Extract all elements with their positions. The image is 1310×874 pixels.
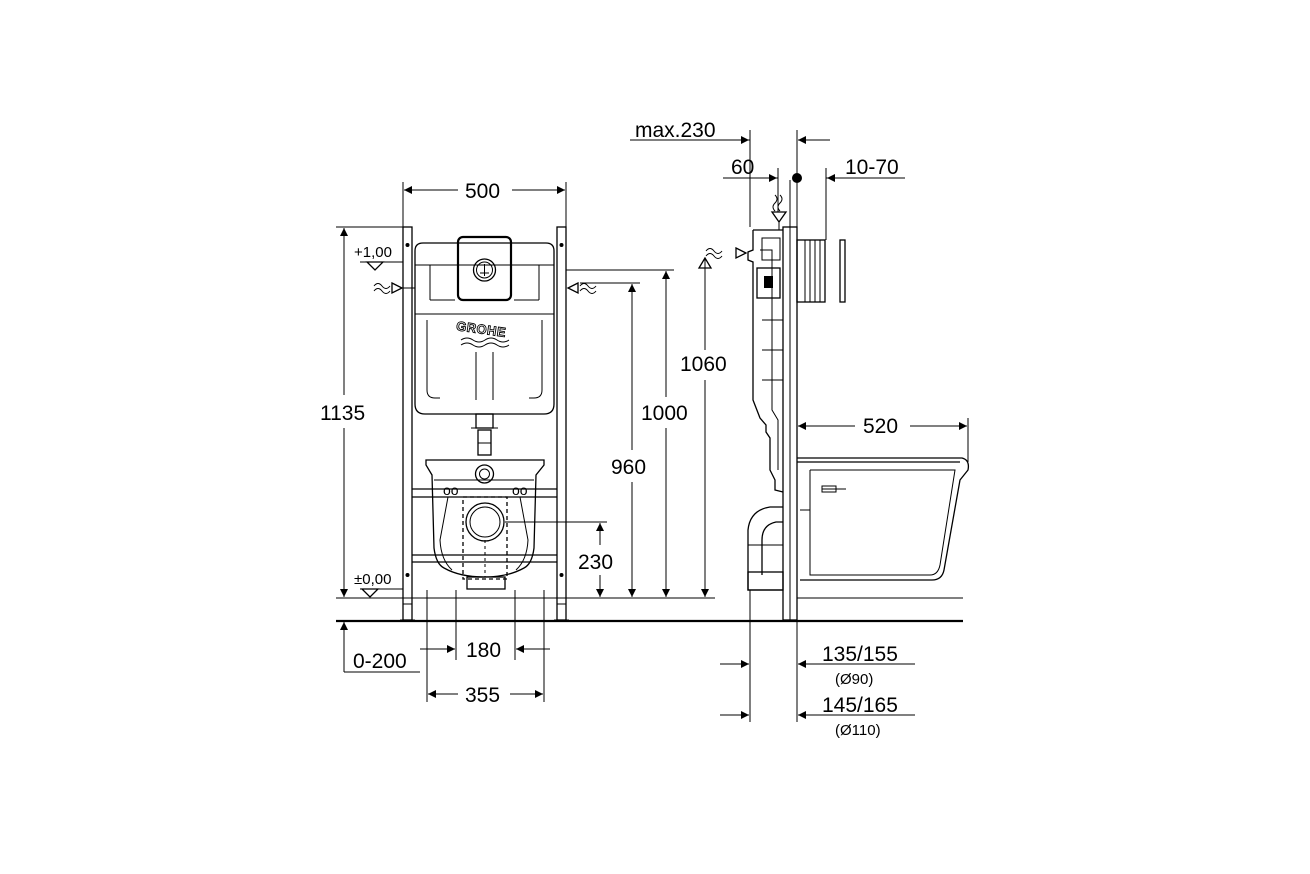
pipe-110-label: (Ø110) xyxy=(835,722,881,739)
dim-1000: 1000 xyxy=(641,402,688,425)
flush-button-icon xyxy=(472,258,497,282)
dim-520: 520 xyxy=(863,415,898,438)
dim-10-70: 10-70 xyxy=(845,156,899,179)
svg-text:oo: oo xyxy=(512,482,528,498)
level-zero-label: ±0,00 xyxy=(354,571,391,588)
svg-text:oo: oo xyxy=(443,482,459,498)
side-actuator xyxy=(796,239,846,303)
pipe-90-label: (Ø90) xyxy=(835,671,873,688)
front-view: GROHE oo oo xyxy=(320,180,747,707)
dim-230: 230 xyxy=(578,551,613,574)
cistern: GROHE xyxy=(373,235,597,415)
side-waste-pipe xyxy=(747,506,784,591)
logo-waves-icon xyxy=(460,337,510,348)
wc-bowl-side xyxy=(797,457,970,581)
dim-180: 180 xyxy=(466,639,501,662)
frame xyxy=(400,226,569,621)
dim-145-165: 145/165 xyxy=(822,694,898,717)
dim-960: 960 xyxy=(611,456,646,479)
dim-1060: 1060 xyxy=(680,353,727,376)
dim-1135: 1135 xyxy=(320,402,365,425)
dim-355: 355 xyxy=(465,684,500,707)
wc-bowl-front: oo oo xyxy=(425,459,545,590)
dim-500: 500 xyxy=(465,180,500,203)
dim-60: 60 xyxy=(731,156,754,179)
dim-max-230: max.230 xyxy=(635,119,716,142)
dim-0-200: 0-200 xyxy=(353,650,407,673)
waste-outlet xyxy=(462,496,508,580)
level-top-label: +1,00 xyxy=(354,244,392,261)
front-dimensions: 500 1135 +1,00 ±0,00 0-200 180 xyxy=(320,180,727,707)
side-dimensions: max.230 60 10-70 520 135/155 xyxy=(630,119,969,739)
dim-135-155: 135/155 xyxy=(822,643,898,666)
flush-plate xyxy=(456,235,513,302)
brand-logo: GROHE xyxy=(455,318,507,340)
side-view: max.230 60 10-70 520 135/155 xyxy=(630,119,970,739)
side-cistern xyxy=(705,194,788,493)
flush-pipe xyxy=(471,413,498,456)
